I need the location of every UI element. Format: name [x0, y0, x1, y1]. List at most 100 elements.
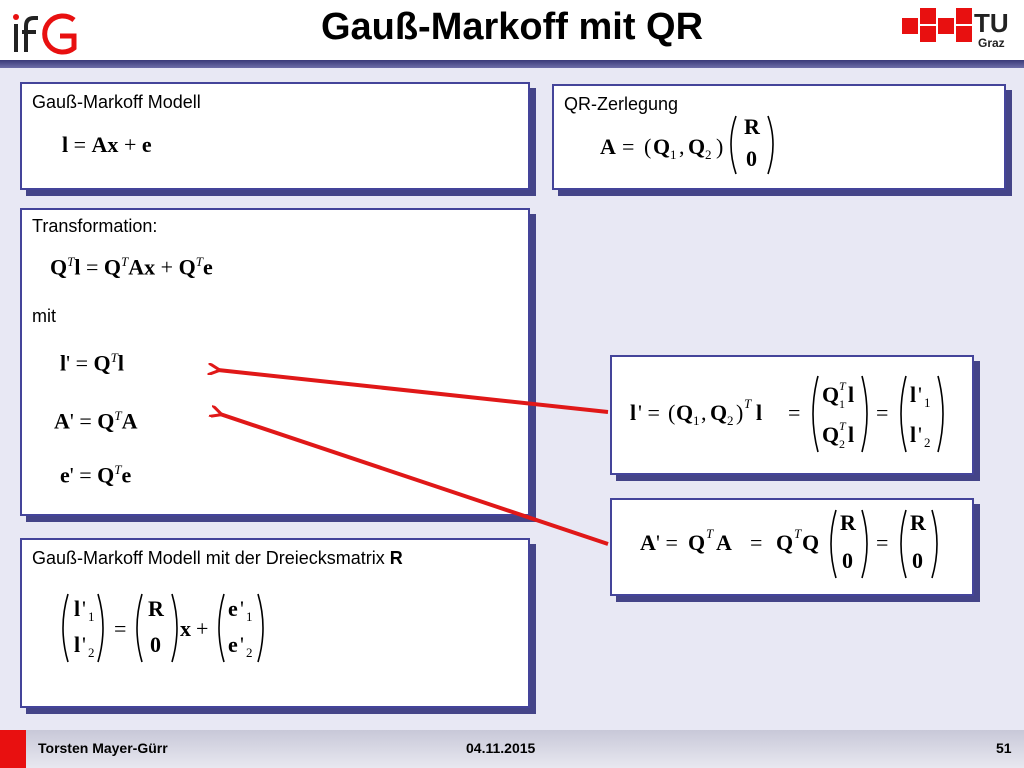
svg-text:Q: Q	[776, 530, 793, 555]
svg-text:1: 1	[693, 413, 700, 428]
tu-logo-subtext: Graz	[978, 36, 1005, 50]
model-box	[20, 82, 530, 190]
svg-text:2: 2	[924, 435, 931, 450]
model-equation: l = Ax + e	[62, 132, 152, 157]
triangular-model-box	[20, 538, 530, 708]
svg-text:e: e	[228, 596, 238, 621]
model-label: Gauß-Markoff Modell	[32, 92, 201, 112]
svg-text:Q: Q	[688, 134, 705, 159]
transformation-label: Transformation:	[32, 216, 158, 236]
ifg-logo	[13, 13, 77, 55]
svg-text:Q: Q	[653, 134, 670, 159]
svg-text:l: l	[74, 632, 80, 657]
tu-graz-logo	[902, 8, 972, 42]
svg-text:0: 0	[746, 146, 757, 171]
arrow-a-prime	[220, 414, 609, 546]
a-prime-equation: A' = QTA	[54, 408, 138, 434]
svg-text:l: l	[848, 382, 854, 407]
svg-text:0: 0	[842, 548, 853, 573]
svg-text:l: l	[910, 382, 916, 407]
svg-text:2: 2	[727, 413, 734, 428]
svg-text:1: 1	[670, 147, 677, 162]
triangular-label: Gauß-Markoff Modell mit der Dreiecksmatr…	[32, 548, 403, 568]
svg-text:1: 1	[924, 395, 931, 410]
a-prime-derivation-box	[610, 498, 974, 596]
svg-text:l: l	[756, 400, 762, 425]
l-prime-equation: l' = QTl	[60, 350, 124, 376]
svg-text:T: T	[794, 526, 802, 541]
svg-text:,: ,	[679, 134, 685, 159]
svg-text:': '	[918, 422, 922, 447]
footer-date: 04.11.2015	[466, 740, 536, 756]
svg-text:): )	[736, 400, 743, 425]
a-prime-derivation-equation: A ' = Q T A = Q T Q R 0 = R 0	[640, 509, 938, 579]
svg-text:=: =	[876, 400, 888, 425]
mit-label: mit	[32, 306, 56, 326]
qr-equation: A = ( Q 1 , Q 2 ) R 0	[600, 114, 774, 175]
svg-text:e: e	[228, 632, 238, 657]
qr-label: QR-Zerlegung	[564, 94, 679, 114]
svg-text:Q: Q	[802, 530, 819, 555]
svg-text:A: A	[716, 530, 732, 555]
arrow-l-prime	[218, 370, 609, 414]
svg-text:2: 2	[88, 645, 95, 660]
svg-text:0: 0	[912, 548, 923, 573]
svg-text:2: 2	[839, 437, 845, 451]
svg-text:Q: Q	[822, 382, 839, 407]
svg-text:): )	[716, 134, 723, 159]
svg-text:': '	[240, 632, 244, 657]
svg-text:R: R	[148, 596, 165, 621]
svg-text:Q: Q	[710, 400, 727, 425]
svg-text:l: l	[630, 400, 636, 425]
svg-text:R: R	[840, 510, 857, 535]
svg-text:=: =	[114, 616, 126, 641]
svg-text:1: 1	[246, 609, 253, 624]
svg-text:R: R	[744, 114, 761, 139]
tu-logo-text: TU	[974, 8, 1009, 38]
svg-text:l: l	[74, 596, 80, 621]
svg-text:A: A	[600, 134, 616, 159]
svg-text:T: T	[706, 526, 714, 541]
svg-text:l: l	[848, 422, 854, 447]
l-prime-derivation-box	[610, 355, 974, 475]
svg-text:Q: Q	[822, 422, 839, 447]
svg-text:=: =	[788, 400, 800, 425]
svg-text:' =: ' =	[638, 400, 660, 425]
svg-text:R: R	[910, 510, 927, 535]
svg-text:=: =	[876, 530, 888, 555]
transformation-box	[20, 208, 530, 516]
header-divider	[0, 60, 1024, 68]
footer-author: Torsten Mayer-Gürr	[38, 740, 168, 756]
svg-text:(: (	[668, 400, 675, 425]
svg-text:': '	[82, 596, 86, 621]
footer-bar	[0, 730, 1024, 768]
l-prime-derivation-equation: l ' = ( Q 1 , Q 2 ) T l = Q T 1 l Q T 2 …	[630, 375, 944, 453]
svg-text:' =: ' =	[656, 530, 678, 555]
svg-text:l: l	[910, 422, 916, 447]
svg-text:0: 0	[150, 632, 161, 657]
svg-text:+: +	[196, 616, 208, 641]
svg-text:=: =	[622, 134, 634, 159]
svg-text:Q: Q	[688, 530, 705, 555]
svg-text:2: 2	[705, 147, 712, 162]
svg-text:=: =	[750, 530, 762, 555]
transformation-equation: QTl = QTAx + QTe	[50, 254, 213, 280]
svg-text:1: 1	[88, 609, 95, 624]
svg-text:': '	[82, 632, 86, 657]
svg-text:2: 2	[246, 645, 253, 660]
e-prime-equation: e' = QTe	[60, 462, 132, 488]
svg-text:1: 1	[839, 397, 845, 411]
svg-text:,: ,	[701, 400, 707, 425]
triangular-equation: l ' 1 l ' 2 = R 0 x + e ' 1 e ' 2	[62, 593, 264, 663]
svg-text:': '	[240, 596, 244, 621]
qr-box	[552, 84, 1006, 190]
svg-text:x: x	[180, 616, 191, 641]
svg-text:(: (	[644, 134, 651, 159]
svg-text:T: T	[744, 396, 752, 411]
svg-text:T: T	[839, 379, 847, 393]
svg-text:Q: Q	[676, 400, 693, 425]
svg-text:': '	[918, 382, 922, 407]
svg-text:A: A	[640, 530, 656, 555]
svg-text:T: T	[839, 419, 847, 433]
